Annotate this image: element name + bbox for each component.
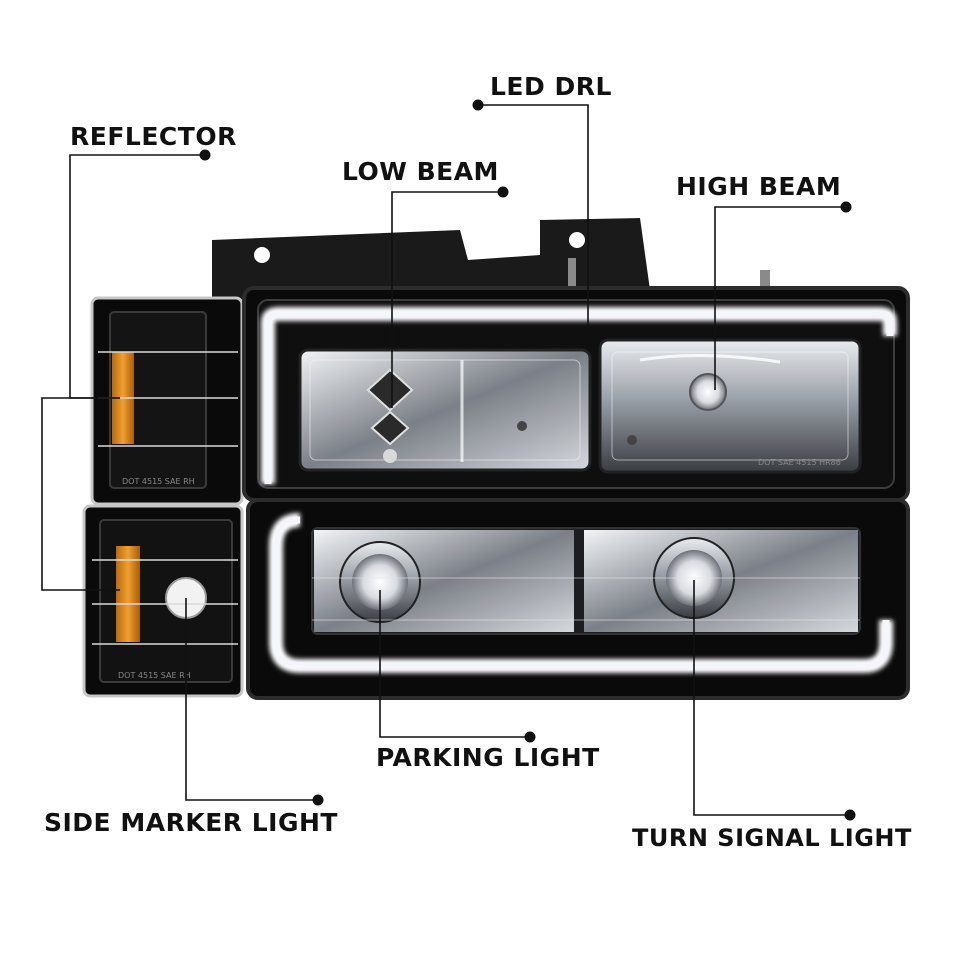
label-high-beam: HIGH BEAM: [676, 172, 842, 201]
leader-side-marker-light: [185, 598, 318, 801]
parking-lamp-unit: [246, 498, 910, 700]
corner-lower-stamp: DOT 4515 SAE RH: [118, 671, 191, 680]
leader-high-beam: [714, 206, 846, 390]
leader-parking-light: [379, 590, 530, 738]
turn-signal-reflector: [584, 530, 858, 632]
corner-lamp-lower: DOT 4515 SAE RH: [82, 504, 244, 698]
low-beam-reflector: [298, 348, 592, 472]
high-beam-bulb: [689, 373, 727, 411]
label-parking-light: PARKING LIGHT: [376, 743, 600, 772]
mounting-bracket: [212, 218, 770, 300]
headlamp-stamp: DOT SAE 4515 HR86: [758, 458, 841, 467]
label-led-drl: LED DRL: [490, 72, 612, 101]
label-turn-signal-light: TURN SIGNAL LIGHT: [632, 824, 912, 852]
label-reflector: REFLECTOR: [70, 122, 237, 151]
headlamp-unit: DOT SAE 4515 HR86: [242, 286, 910, 502]
leader-low-beam: [391, 191, 503, 408]
parking-light-bulb: [352, 554, 408, 610]
corner-upper-stamp: DOT 4515 SAE RH: [122, 477, 195, 486]
leader-turn-signal-light: [693, 580, 850, 816]
parking-light-reflector: [314, 530, 574, 632]
label-low-beam: LOW BEAM: [342, 157, 499, 186]
leader-lines: [41, 99, 856, 821]
high-beam-reflector: [598, 338, 862, 474]
leader-led-drl: [478, 104, 589, 330]
corner-lamp-upper: DOT 4515 SAE RH: [90, 296, 244, 506]
side-marker-amber: [116, 546, 140, 642]
label-side-marker-light: SIDE MARKER LIGHT: [44, 808, 338, 837]
